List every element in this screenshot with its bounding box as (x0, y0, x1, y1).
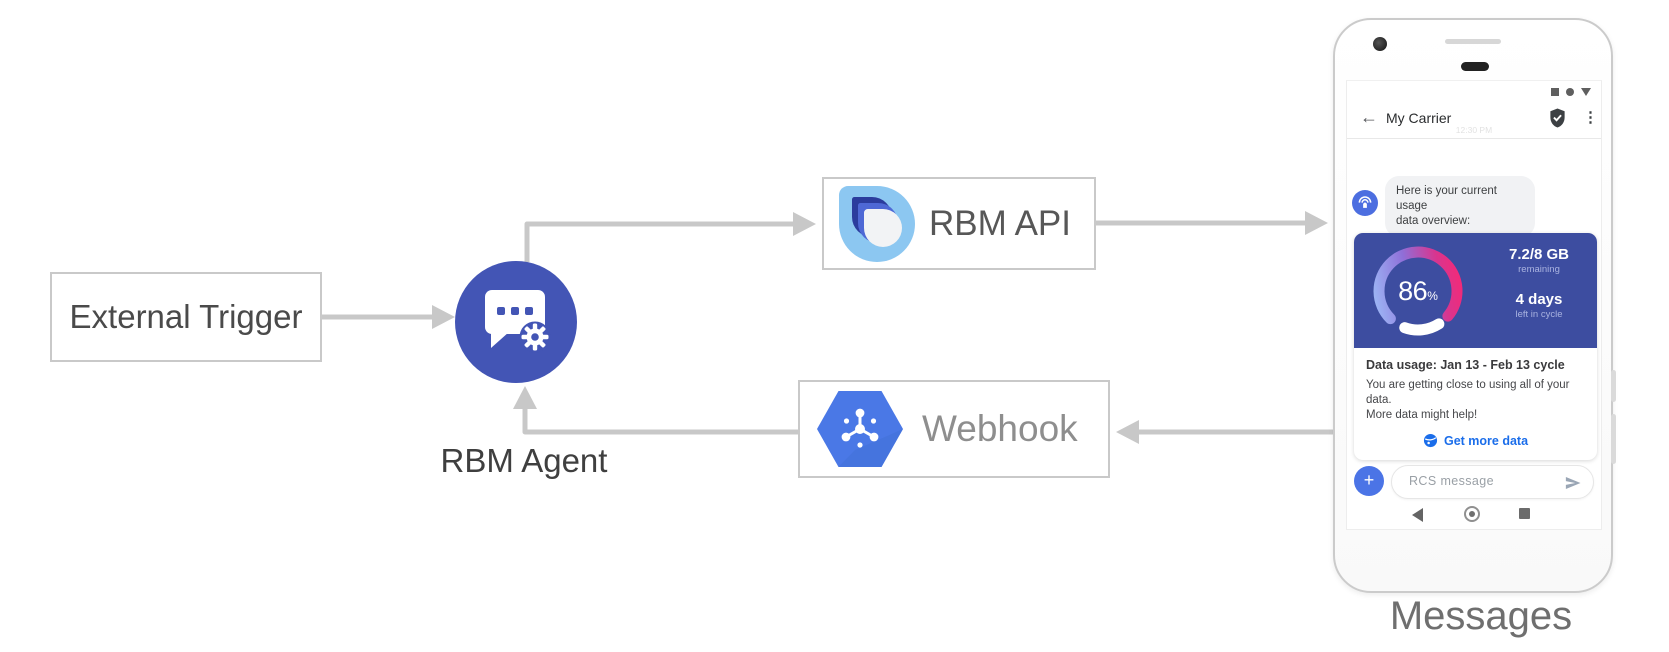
nav-home-button[interactable] (1464, 506, 1480, 522)
rbm-agent-node (455, 261, 577, 383)
rbm-api-node: RBM API (822, 177, 1096, 270)
get-more-data-label: Get more data (1443, 433, 1529, 448)
message-composer: + (1347, 465, 1601, 499)
app-bar: ← My Carrier ⋮ (1347, 101, 1601, 137)
gauge-percent-value: 86 (1398, 275, 1428, 306)
usage-rich-card: 86 % 7.2/8 GB remaining 4 days left in c… (1354, 233, 1597, 460)
days-left: 4 days (1515, 291, 1563, 308)
messages-caption: Messages (1389, 594, 1573, 638)
android-nav-bar (1347, 505, 1601, 525)
agent-message-bubble: Here is your current usage data overview… (1385, 176, 1535, 237)
carrier-avatar (1352, 190, 1378, 216)
globe-icon (1423, 433, 1438, 448)
usage-card-body: Data usage: Jan 13 - Feb 13 cycle You ar… (1354, 348, 1597, 460)
nav-back-button[interactable] (1412, 508, 1423, 522)
back-arrow-icon[interactable]: ← (1360, 107, 1378, 127)
send-icon[interactable] (1564, 474, 1582, 492)
usage-gauge-panel: 86 % 7.2/8 GB remaining 4 days left in c… (1354, 233, 1597, 348)
message-timestamp: 12:30 PM (1455, 125, 1493, 135)
rbm-api-label: RBM API (929, 203, 1071, 243)
phone-mockup: ← My Carrier ⋮ 12:30 PM Here is your cur… (1333, 18, 1616, 593)
rcs-message-input[interactable] (1407, 473, 1551, 489)
overflow-menu-icon[interactable]: ⋮ (1583, 109, 1598, 126)
power-button (1611, 370, 1616, 402)
data-amount: 7.2/8 GB (1508, 246, 1570, 263)
status-triangle-icon (1581, 88, 1591, 96)
external-trigger-label: External Trigger (69, 298, 303, 335)
front-camera (1373, 37, 1387, 51)
status-circle-icon (1566, 88, 1574, 96)
speaker-grille (1445, 39, 1501, 44)
status-square-icon (1551, 88, 1559, 96)
chat-gear-icon (485, 290, 551, 353)
rbm-agent-label: RBM Agent (440, 442, 608, 479)
gauge-percent-sign: % (1427, 289, 1438, 303)
usage-card-title: Data usage: Jan 13 - Feb 13 cycle (1366, 358, 1565, 372)
rbm-logo-icon (839, 185, 915, 262)
conversation-title: My Carrier (1386, 110, 1452, 126)
bubble-text-line1: Here is your current usage (1396, 185, 1497, 212)
status-bar (1551, 88, 1591, 96)
nav-recents-button[interactable] (1519, 508, 1530, 519)
data-amount-caption: remaining (1518, 264, 1560, 275)
attach-plus-button[interactable]: + (1354, 466, 1384, 496)
external-trigger-node: External Trigger (50, 272, 322, 362)
message-input-pill (1391, 465, 1594, 499)
bubble-text-line2: data overview: (1396, 215, 1471, 227)
earpiece (1461, 62, 1489, 71)
volume-button (1611, 414, 1616, 464)
get-more-data-button[interactable]: Get more data (1366, 433, 1585, 448)
header-divider (1347, 138, 1601, 139)
pubsub-hexagon-icon (817, 391, 903, 467)
usage-gauge: 86 % (1366, 239, 1470, 343)
hotspot-icon (1358, 196, 1372, 208)
usage-card-text: You are getting close to using all of yo… (1366, 379, 1570, 421)
usage-metrics: 7.2/8 GB remaining 4 days left in cycle (1487, 246, 1591, 320)
webhook-node: Webhook (798, 380, 1110, 478)
days-left-caption: left in cycle (1515, 309, 1563, 320)
verified-badge-icon (1550, 108, 1565, 128)
webhook-label: Webhook (922, 408, 1078, 449)
phone-screen: ← My Carrier ⋮ 12:30 PM Here is your cur… (1346, 80, 1602, 530)
